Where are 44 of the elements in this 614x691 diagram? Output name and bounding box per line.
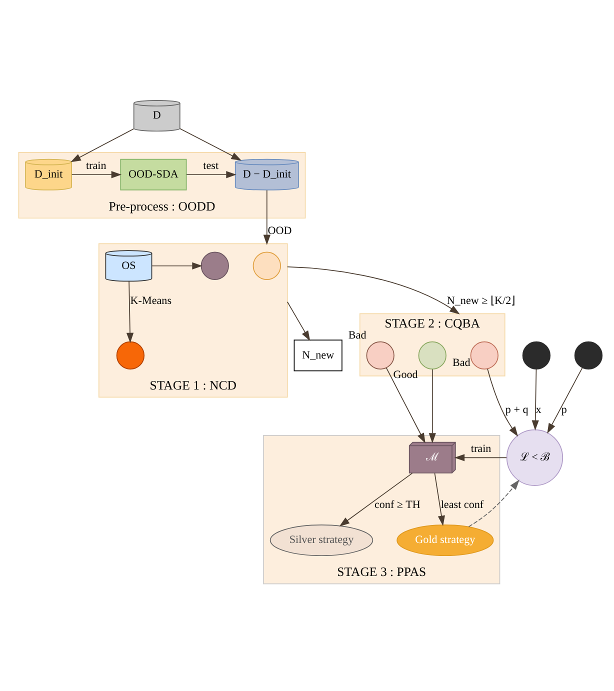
node-circle bbox=[418, 341, 446, 370]
arrow bbox=[263, 190, 270, 245]
node-person bbox=[574, 341, 603, 370]
node-ellipse: Gold strategy bbox=[396, 524, 494, 556]
edge-label: conf ≥ TH bbox=[374, 499, 420, 512]
edge-label: least conf bbox=[440, 499, 484, 512]
arrow bbox=[434, 472, 445, 526]
arrow bbox=[468, 480, 520, 528]
edge-label: OOD bbox=[268, 224, 292, 237]
node-label: Bad bbox=[348, 330, 366, 342]
edge-label: K-Means bbox=[130, 294, 172, 307]
node-circle bbox=[116, 341, 145, 370]
node-box: OOD-SDA bbox=[120, 158, 187, 190]
node-circle bbox=[366, 341, 394, 370]
edge-label: N_new ≥ ⌊K/2⌋ bbox=[446, 294, 516, 307]
arrow bbox=[180, 128, 242, 161]
node-circle: ℒ < ℬ bbox=[506, 429, 564, 486]
arrow bbox=[286, 266, 460, 314]
edge-label: p bbox=[561, 404, 567, 416]
arrow bbox=[454, 454, 507, 462]
edge-label: p + q bbox=[505, 404, 528, 416]
arrow bbox=[339, 472, 413, 526]
node-label: Good bbox=[393, 368, 418, 381]
arrow bbox=[71, 171, 122, 178]
node-box: N_new bbox=[294, 340, 342, 372]
node-ellipse: Silver strategy bbox=[270, 524, 374, 556]
arrow bbox=[428, 369, 436, 444]
node-label: Bad bbox=[452, 357, 470, 370]
node-person bbox=[522, 341, 551, 370]
arrow bbox=[152, 262, 202, 270]
arrow bbox=[386, 367, 426, 444]
arrow bbox=[70, 128, 134, 162]
arrow bbox=[532, 369, 539, 431]
arrow bbox=[286, 301, 310, 341]
arrow bbox=[487, 368, 518, 437]
arrow bbox=[186, 171, 236, 178]
edge-label: test bbox=[203, 160, 219, 172]
edge-label: train bbox=[86, 160, 106, 172]
edge-label: train bbox=[470, 443, 492, 456]
node-circle bbox=[252, 252, 281, 280]
node-circle bbox=[470, 341, 498, 370]
arrow bbox=[547, 367, 583, 434]
arrow bbox=[126, 280, 134, 344]
node-circle bbox=[200, 252, 229, 280]
